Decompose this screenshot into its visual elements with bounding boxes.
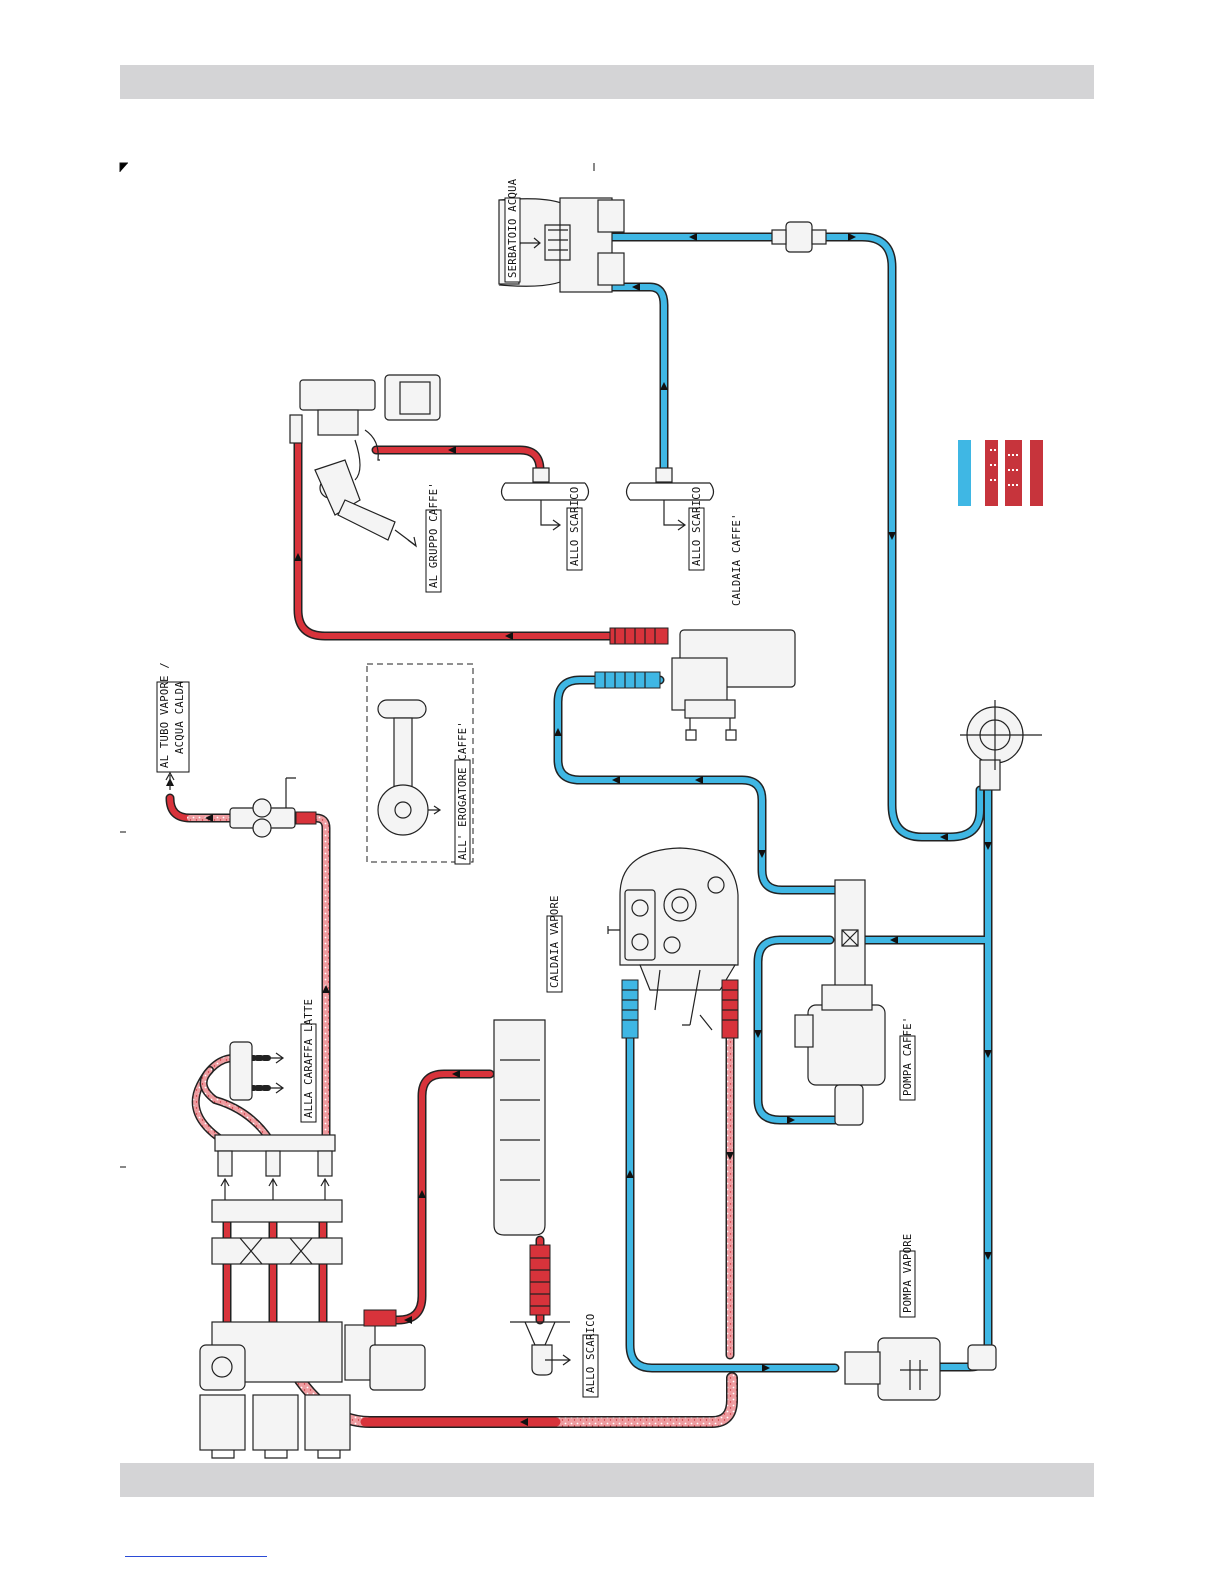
crop-marks (120, 163, 594, 1167)
label-allo-scarico-2: ALLO SCARICO (691, 487, 703, 566)
drip-tray (494, 1020, 570, 1375)
label-allo-scarico-3: ALLO SCARICO (585, 1314, 597, 1393)
inline-filter (772, 222, 826, 252)
flowmeter (960, 700, 1042, 790)
coffee-group-motor (290, 375, 440, 546)
label-pompa-vapore: POMPA VAPORE (902, 1234, 914, 1313)
label-caldaia-vapore: CALDAIA VAPORE (549, 895, 561, 988)
coffee-pump (795, 880, 885, 1125)
label-serbatoio-acqua: SERBATOIO ACQUA (507, 178, 519, 278)
label-acqua-calda: ACQUA CALDA (174, 681, 186, 754)
label-pompa-caffe: POMPA CAFFE' (902, 1017, 914, 1096)
coffee-boiler (595, 628, 795, 740)
label-al-gruppo-caffe: AL GRUPPO CAFFE' (428, 482, 440, 588)
label-caldaia-caffe: CALDAIA CAFFE' (731, 513, 743, 606)
milk-outlets (215, 1042, 335, 1200)
color-legend (958, 440, 1043, 506)
label-allo-scarico-1: ALLO SCARICO (569, 487, 581, 566)
label-all-erogatore-caffe: ALL' EROGATORE CAFFE' (457, 721, 469, 860)
steam-boiler (608, 848, 738, 1038)
label-al-tubo-vapore: AL TUBO VAPORE / (159, 662, 171, 768)
steam-outlet-valve (166, 773, 316, 837)
label-alla-caraffa-latte: ALLA CARAFFA LATTE (303, 999, 315, 1118)
steam-pump (845, 1338, 996, 1400)
drain-plates-top (502, 468, 714, 530)
cold-water-circuit (558, 237, 988, 1368)
